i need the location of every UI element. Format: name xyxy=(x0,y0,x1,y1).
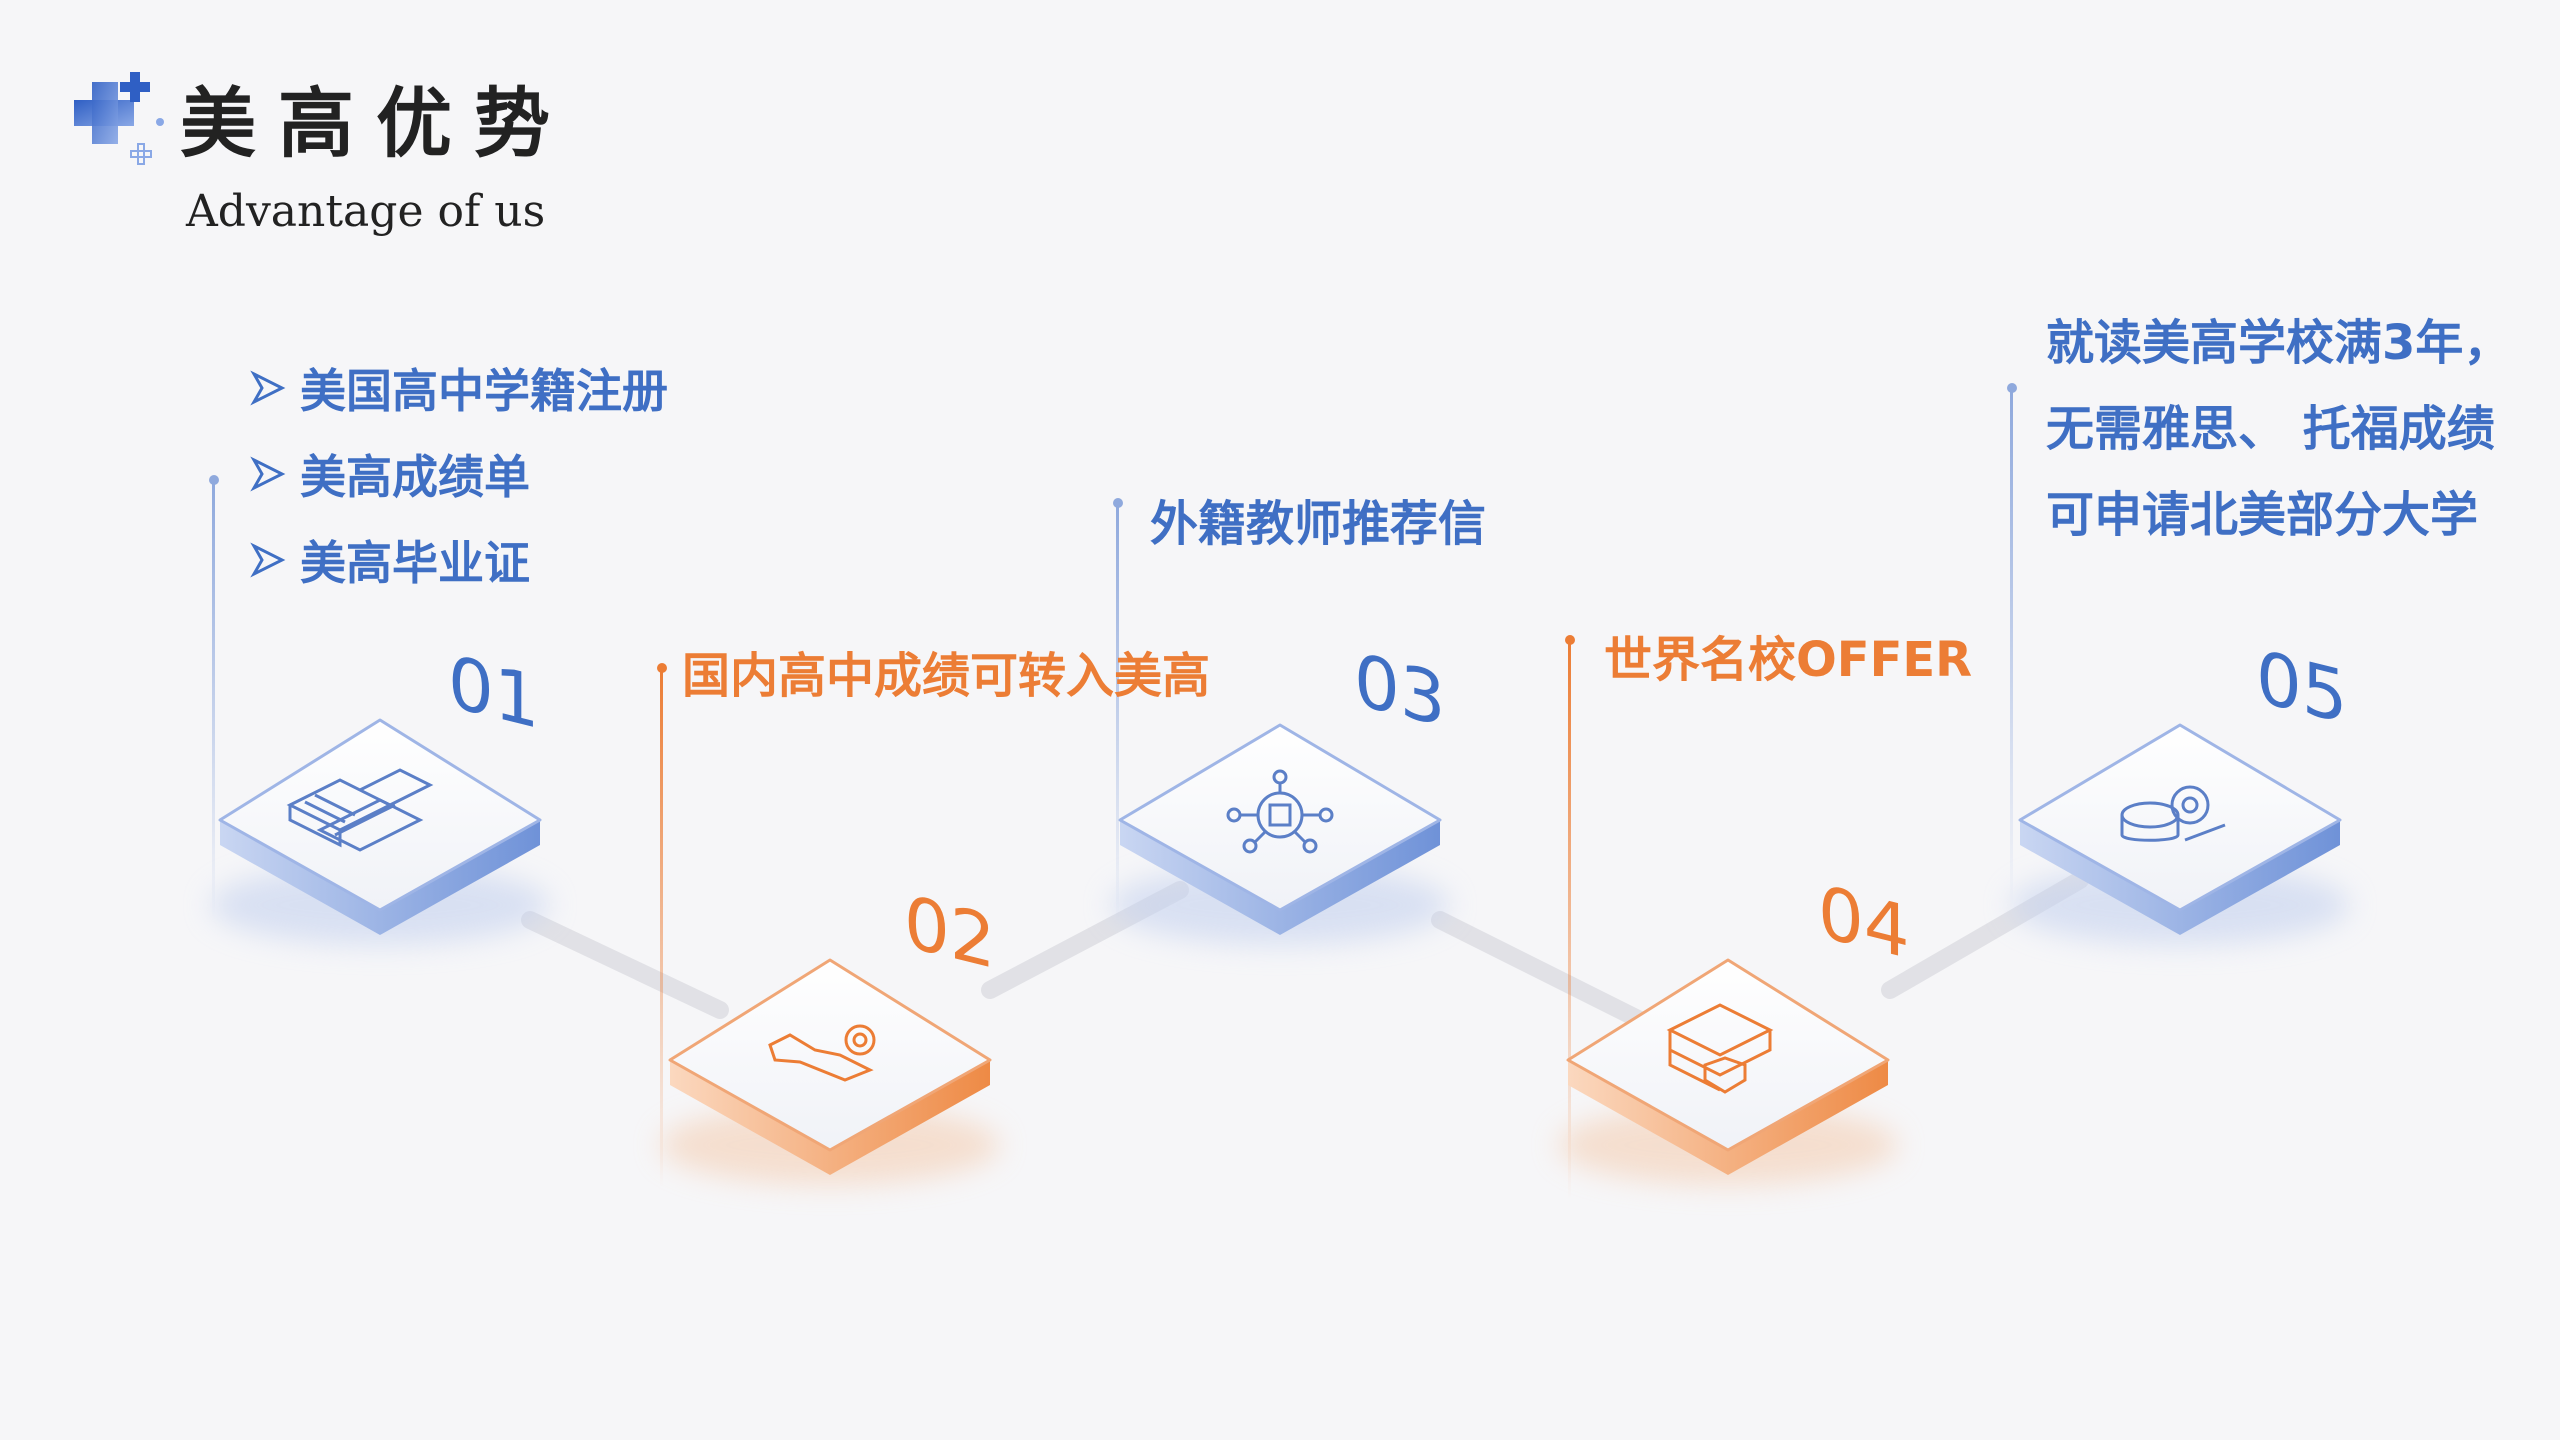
bullet-text: 美高成绩单 xyxy=(300,450,530,504)
bullet-text: 美国高中学籍注册 xyxy=(300,364,668,418)
buildings-icon xyxy=(286,768,434,852)
server-shield-icon xyxy=(1666,1003,1774,1094)
chevron-right-icon xyxy=(250,542,286,578)
step-01-bullet-list: 美国高中学籍注册 美高成绩单 美高毕业证 xyxy=(236,345,668,603)
list-item: 美国高中学籍注册 xyxy=(236,345,668,431)
network-hub-icon xyxy=(1226,769,1334,854)
step-05-line: 可申请北美部分大学 xyxy=(2046,487,2479,543)
step-02-label: 国内高中成绩可转入美高 xyxy=(682,648,1211,704)
tile-05 xyxy=(2010,723,2350,945)
list-item: 美高成绩单 xyxy=(236,431,668,517)
step-03-label: 外籍教师推荐信 xyxy=(1150,496,1487,552)
chevron-right-icon xyxy=(250,370,286,406)
page-title: 美高优势 xyxy=(180,79,572,168)
list-item: 美高毕业证 xyxy=(236,517,668,603)
tile-04 xyxy=(1558,958,1898,1185)
tile-03 xyxy=(1110,723,1450,945)
hand-gear-icon xyxy=(768,1024,876,1082)
chevron-right-icon xyxy=(250,456,286,492)
step-05-line: 无需雅思、 托福成绩 xyxy=(2046,401,2495,457)
page-subtitle: Advantage of us xyxy=(186,186,546,237)
tile-01 xyxy=(210,718,550,945)
logo-cross-icon xyxy=(74,72,164,165)
step-04-label: 世界名校OFFER xyxy=(1604,632,1973,688)
step-05-text: 就读美高学校满3年， 无需雅思、 托福成绩 可申请北美部分大学 xyxy=(2046,300,2511,558)
leader-lines xyxy=(209,383,2017,1200)
database-gear-icon xyxy=(2120,785,2226,842)
step-05-line: 就读美高学校满3年， xyxy=(2046,315,2512,371)
bullet-text: 美高毕业证 xyxy=(300,536,530,590)
tile-02 xyxy=(660,958,1000,1185)
